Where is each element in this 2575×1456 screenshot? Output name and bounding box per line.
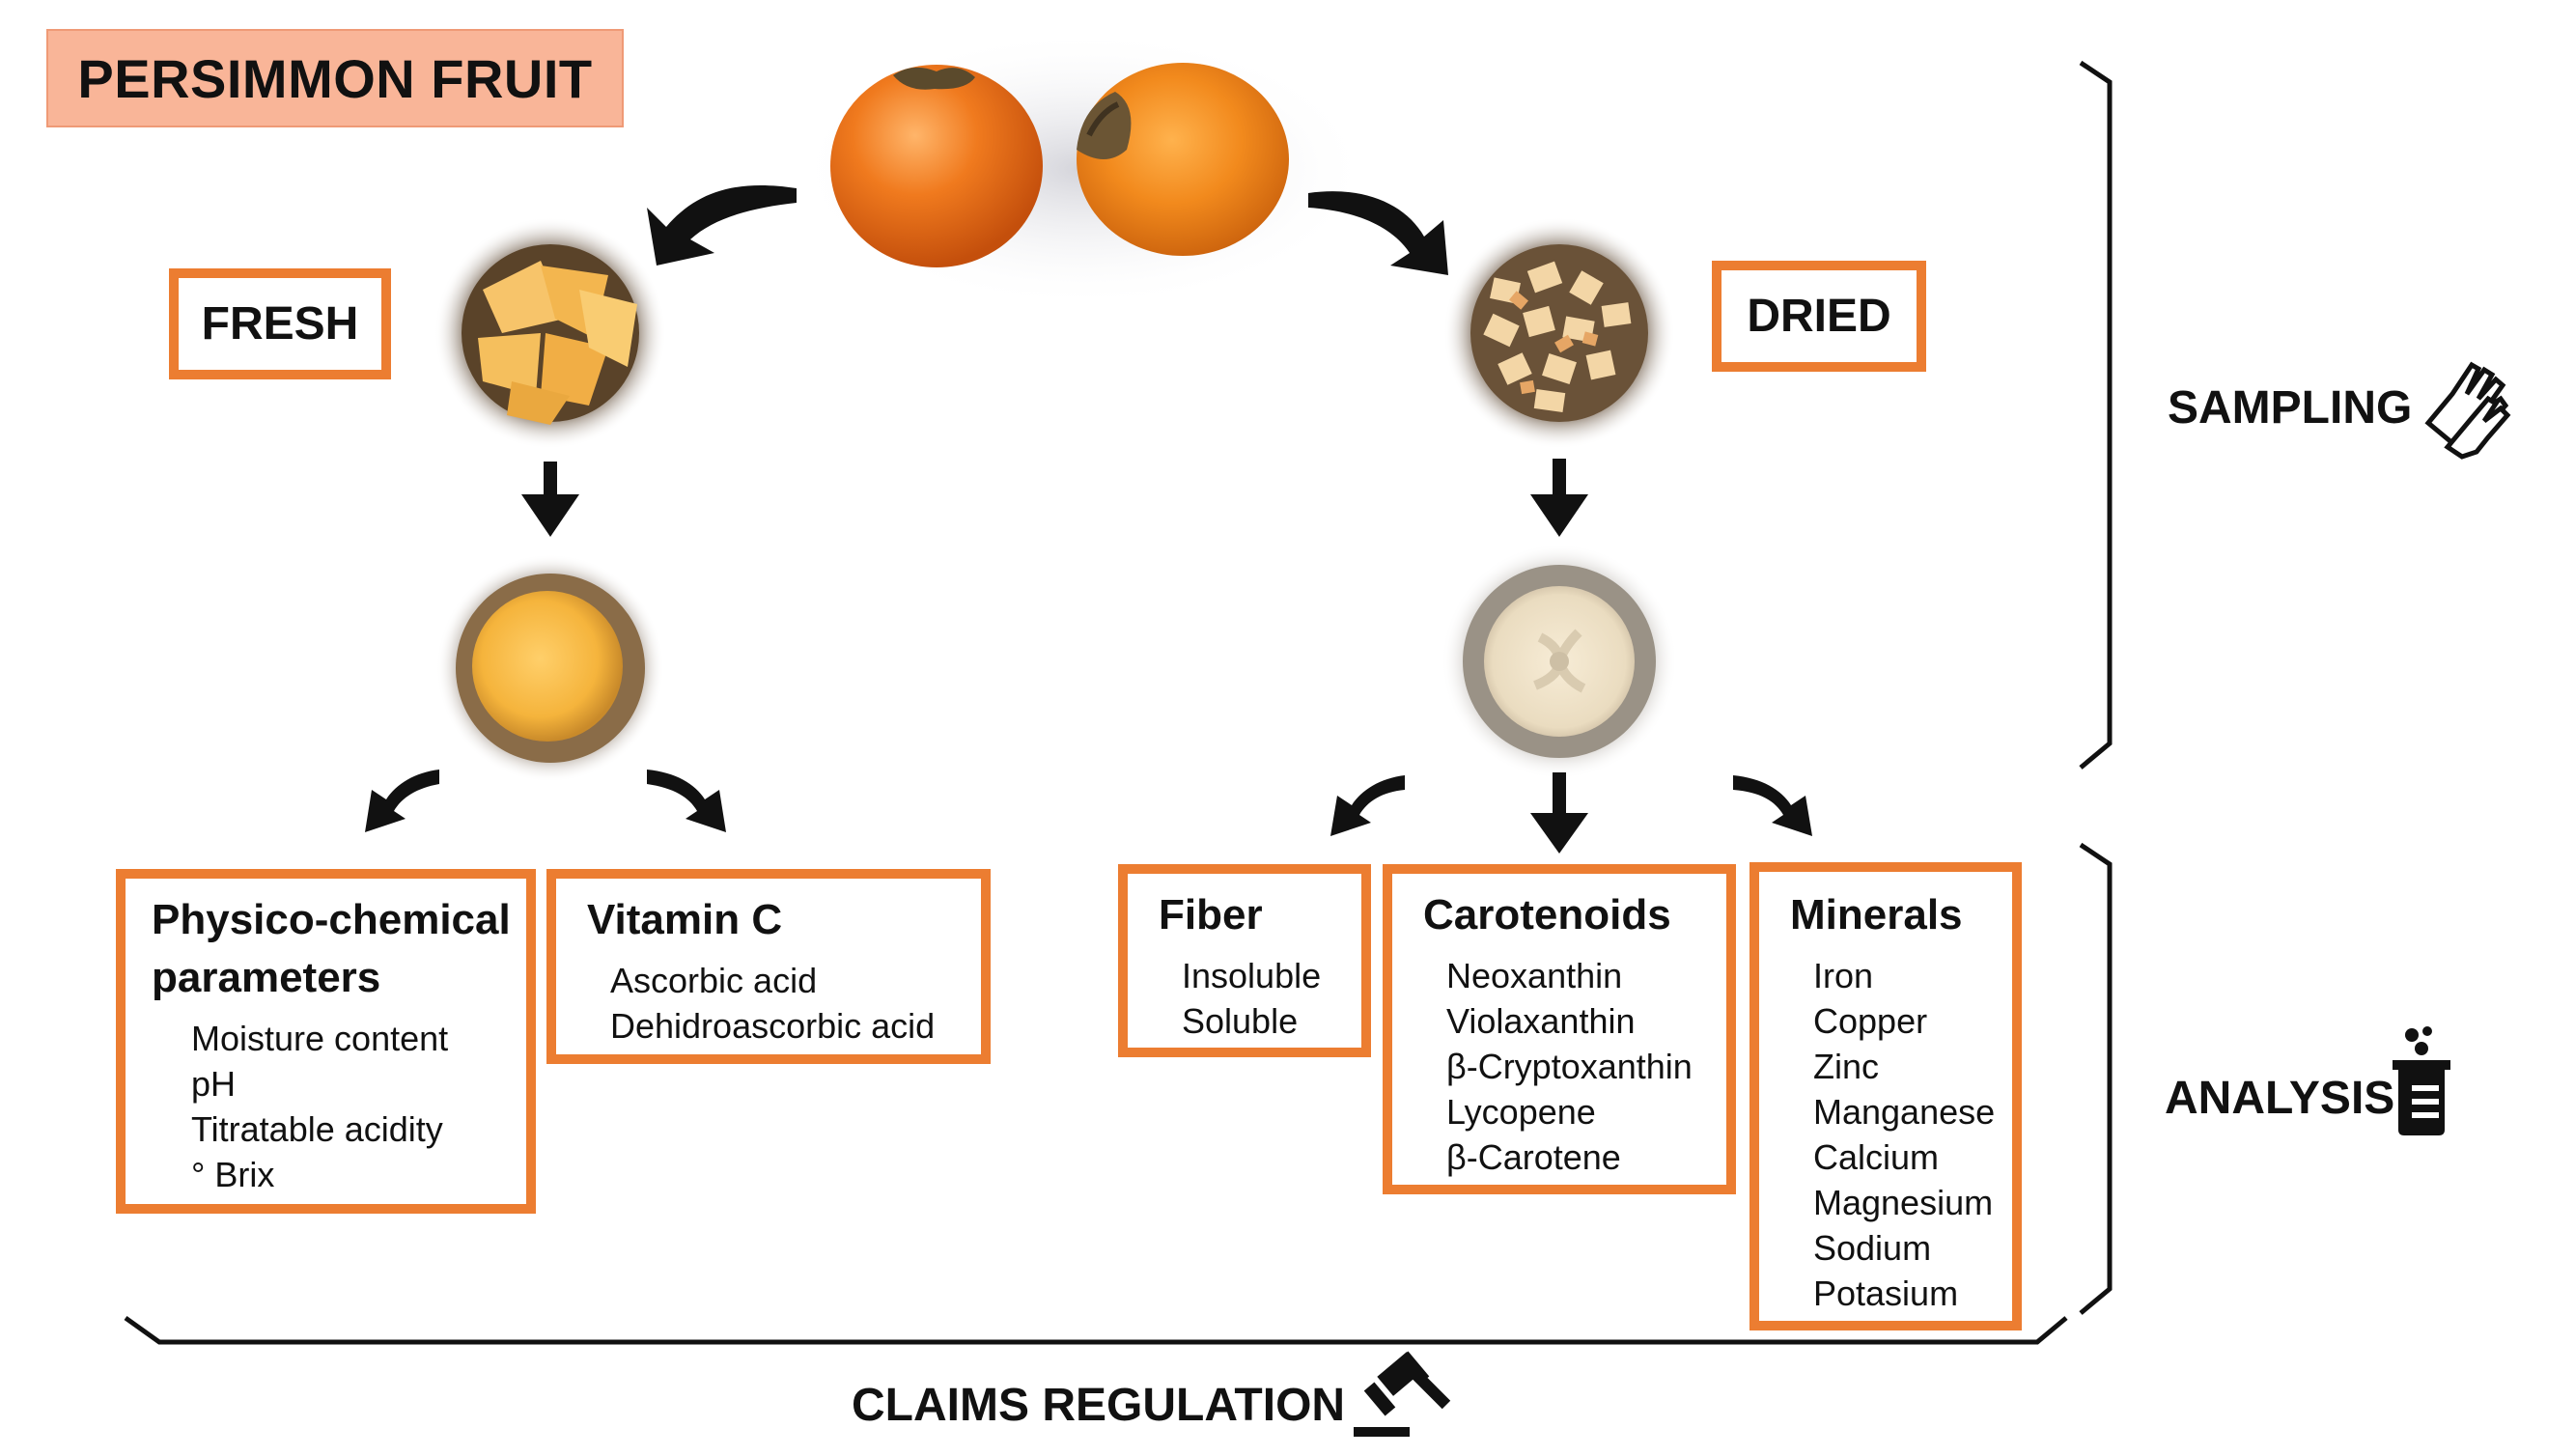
fresh-label-box: FRESH	[169, 268, 391, 379]
analysis-item: Neoxanthin	[1446, 956, 1623, 995]
sampling-stage-label: SAMPLING	[2168, 382, 2413, 434]
analysis-item: Moisture content	[191, 1019, 449, 1058]
analysis-box-fiber: Fiber Insoluble Soluble	[1118, 864, 1371, 1057]
analysis-items: Ascorbic acid Dehidroascorbic acid	[610, 958, 935, 1049]
analysis-box-carotenoids: Carotenoids Neoxanthin Violaxanthin β-Cr…	[1383, 864, 1736, 1194]
split-arrows	[647, 184, 1448, 275]
analysis-item: Manganese	[1813, 1092, 1996, 1132]
analysis-items: Iron Copper Zinc Manganese Calcium Magne…	[1813, 953, 1995, 1316]
dried-label-box: DRIED	[1712, 261, 1926, 372]
whole-persimmons-image	[794, 29, 1373, 309]
analysis-item: Copper	[1813, 1001, 1928, 1041]
analysis-item: Soluble	[1182, 1001, 1299, 1041]
analysis-item: Potasium	[1813, 1274, 1959, 1313]
diagram-title: PERSIMMON FRUIT	[77, 47, 593, 109]
analysis-box-physico-chemical: Physico-chemical parameters Moisture con…	[116, 869, 536, 1214]
analysis-item: Lycopene	[1446, 1092, 1596, 1132]
analysis-box-minerals: Minerals Iron Copper Zinc Manganese Calc…	[1749, 862, 2022, 1330]
gavel-icon	[1354, 1351, 1451, 1437]
analysis-box-vitamin-c: Vitamin C Ascorbic acid Dehidroascorbic …	[546, 869, 991, 1064]
analysis-stage-label: ANALYSIS	[2165, 1073, 2395, 1124]
analysis-item: Zinc	[1813, 1047, 1880, 1086]
analysis-items: Moisture content pH Titratable acidity °…	[191, 1016, 448, 1197]
beaker-icon	[2393, 1026, 2450, 1135]
down-arrows	[521, 459, 1588, 854]
analysis-item: Iron	[1813, 956, 1874, 995]
analysis-item: Insoluble	[1182, 956, 1322, 995]
analysis-heading: Fiber	[1159, 891, 1263, 938]
analysis-item: Magnesium	[1813, 1183, 1994, 1222]
fresh-label: FRESH	[201, 298, 359, 350]
analysis-heading: Minerals	[1790, 891, 1963, 938]
analysis-item: Dehidroascorbic acid	[610, 1006, 936, 1046]
analysis-item: Calcium	[1813, 1137, 1940, 1177]
analysis-heading: Vitamin C	[587, 896, 783, 943]
branch-arrows	[365, 770, 1812, 836]
title-box: PERSIMMON FRUIT	[46, 29, 624, 127]
dried-label: DRIED	[1747, 291, 1891, 342]
fresh-puree-image	[436, 554, 664, 782]
fresh-pieces-image	[434, 217, 666, 449]
analysis-item: pH	[191, 1064, 237, 1104]
analysis-item: β-Carotene	[1446, 1137, 1621, 1177]
claims-stage-label: CLAIMS REGULATION	[852, 1380, 1346, 1431]
analysis-item: Titratable acidity	[191, 1109, 443, 1149]
analysis-items: Insoluble Soluble	[1182, 953, 1321, 1044]
analysis-item: β-Cryptoxanthin	[1446, 1047, 1693, 1086]
dried-pieces-image	[1443, 217, 1675, 449]
analysis-item: Violaxanthin	[1446, 1001, 1636, 1041]
analysis-heading: Physico-chemical	[152, 896, 511, 943]
hands-icon	[2424, 361, 2511, 460]
analysis-heading: Carotenoids	[1423, 891, 1671, 938]
stage-brackets	[124, 60, 2113, 1345]
dried-powder-image	[1441, 544, 1677, 779]
analysis-items: Neoxanthin Violaxanthin β-Cryptoxanthin …	[1446, 953, 1693, 1180]
analysis-heading: parameters	[152, 954, 381, 1001]
analysis-item: ° Brix	[191, 1155, 275, 1194]
analysis-item: Ascorbic acid	[610, 961, 818, 1000]
analysis-item: Sodium	[1813, 1228, 1932, 1268]
